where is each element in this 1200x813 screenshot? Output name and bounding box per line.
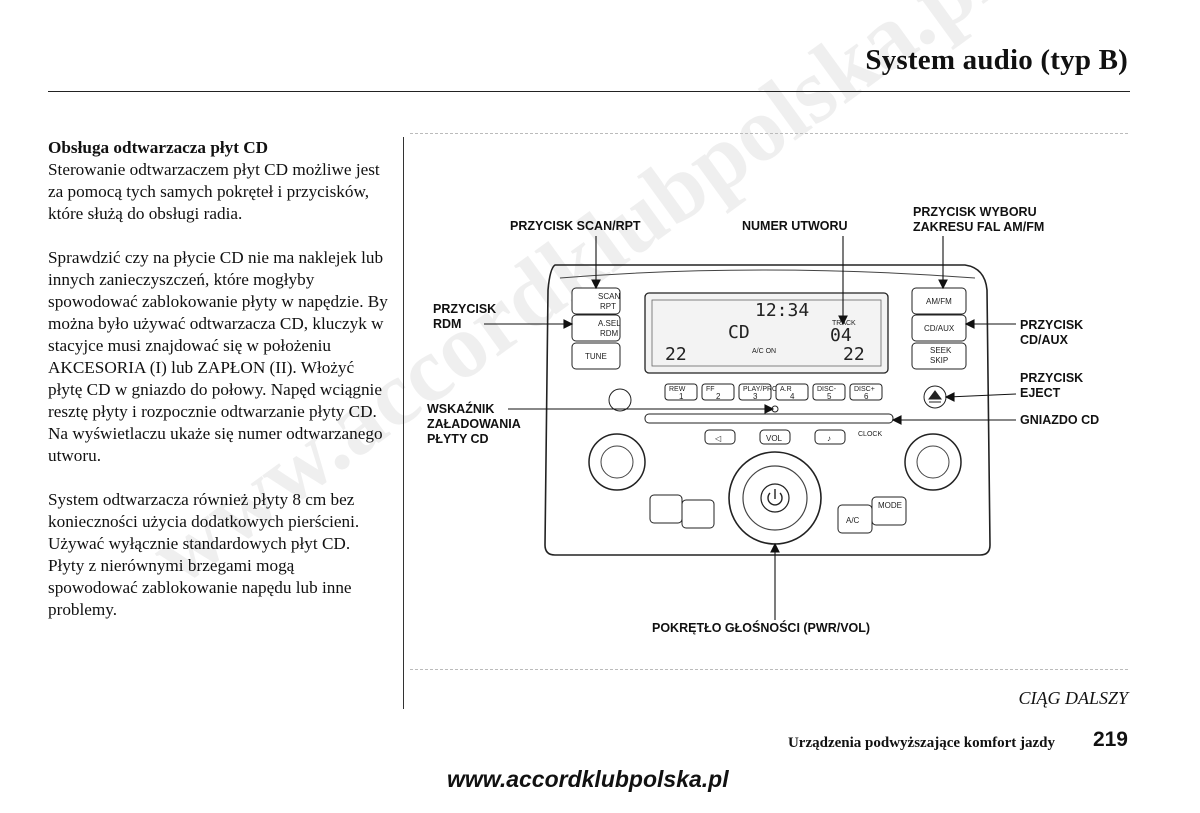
fan-down-button	[649, 494, 683, 524]
label-scan-rpt: PRZYCISK SCAN/RPT	[510, 219, 641, 233]
display-temp-right: 22	[843, 344, 865, 365]
display-ac-on: A/C ON	[752, 348, 776, 355]
display-track: 04	[830, 325, 852, 346]
leader-lines	[484, 236, 1017, 620]
tune-label: TUNE	[585, 352, 607, 361]
display-button	[608, 388, 632, 412]
vol-button	[759, 429, 791, 445]
label-eject-2: EJECT	[1020, 386, 1061, 400]
display-clock: 12:34	[755, 300, 809, 321]
seek-skip-button	[911, 342, 967, 370]
svg-text:◁: ◁	[715, 434, 722, 443]
left-temp-knob	[588, 433, 646, 491]
scan-label: SCAN	[598, 292, 620, 301]
label-load-2: ZAŁADOWANIA	[427, 417, 521, 431]
page-number: 219	[1092, 728, 1128, 751]
label-band-1: PRZYCISK WYBORU	[913, 205, 1037, 219]
label-band-2: ZAKRESU FAL AM/FM	[913, 220, 1044, 234]
paragraph-1: Obsługa odtwarzacza płyt CD Sterowanie o…	[48, 137, 388, 225]
preset-number: 4	[790, 392, 795, 401]
fan-up-button	[681, 499, 715, 529]
preset-number: 6	[864, 392, 869, 401]
display-mode: CD	[728, 322, 750, 343]
footer-section-title: Urządzenia podwyższające komfort jazdy	[787, 735, 1055, 751]
cdaux-button	[911, 314, 967, 342]
label-rdm-2: RDM	[433, 317, 461, 331]
preset-number: 3	[753, 392, 758, 401]
label-cdaux-1: PRZYCISK	[1020, 318, 1083, 332]
label-cdaux-2: CD/AUX	[1020, 333, 1069, 347]
label-eject-1: PRZYCISK	[1020, 371, 1083, 385]
preset-top-label: REW	[669, 386, 686, 393]
section-heading: Obsługa odtwarzacza płyt CD	[48, 138, 269, 157]
header-rule	[48, 91, 1130, 92]
rdm-label: RDM	[600, 329, 619, 338]
footer-website: www.accordklubpolska.pl	[447, 766, 729, 792]
panel-outline	[544, 264, 991, 556]
column-divider	[403, 137, 404, 709]
note-button	[814, 429, 846, 445]
svg-text:♪: ♪	[827, 434, 831, 443]
asel-label: A.SEL	[598, 319, 621, 328]
preset-top-label: DISC-	[817, 386, 837, 393]
rpt-label: RPT	[600, 302, 616, 311]
speaker-button	[704, 429, 736, 445]
preset-top-label: A.R	[780, 386, 792, 393]
preset-number: 5	[827, 392, 832, 401]
label-volume-knob: POKRĘTŁO GŁOŚNOŚCI (PWR/VOL)	[652, 620, 870, 635]
preset-button-4[interactable]	[775, 383, 809, 401]
clock-label: CLOCK	[858, 431, 882, 438]
cd-slot	[644, 413, 894, 424]
preset-button-6[interactable]	[849, 383, 883, 401]
preset-top-label: DISC+	[854, 386, 875, 393]
label-load-3: PŁYTY CD	[427, 432, 489, 446]
preset-button-5[interactable]	[812, 383, 846, 401]
lcd-display	[644, 292, 889, 374]
display-track-label: TRACK	[832, 320, 856, 327]
paragraph-1-text: Sterowanie odtwarzaczem płyt CD możliwe …	[48, 160, 380, 223]
ac-label: A/C	[846, 516, 860, 525]
amfm-button	[911, 287, 967, 315]
preset-button-3[interactable]	[738, 383, 772, 401]
mode-button	[871, 496, 907, 526]
preset-number: 2	[716, 392, 721, 401]
continued-note: CIĄG DALSZY	[1018, 688, 1128, 708]
preset-button-2[interactable]	[701, 383, 735, 401]
right-temp-knob	[904, 433, 962, 491]
cdaux-label: CD/AUX	[924, 324, 955, 333]
figure-frame	[410, 133, 1128, 670]
eject-icon	[928, 390, 942, 403]
amfm-label: AM/FM	[926, 297, 952, 306]
label-load-1: WSKAŹNIK	[427, 401, 494, 416]
preset-top-label: PLAY/PROG	[743, 386, 783, 393]
label-track-number: NUMER UTWORU	[742, 219, 848, 233]
page-title: System audio (typ B)	[865, 44, 1128, 76]
vol-label: VOL	[766, 434, 783, 443]
body-text: Obsługa odtwarzacza płyt CD Sterowanie o…	[48, 137, 388, 643]
tune-button	[571, 342, 621, 370]
paragraph-3: System odtwarzacza również płyty 8 cm be…	[48, 490, 360, 619]
preset-top-label: FF	[706, 386, 715, 393]
label-rdm-1: PRZYCISK	[433, 302, 496, 316]
display-temp-left: 22	[665, 344, 687, 365]
seek-label: SEEK	[930, 346, 952, 355]
mode-label: MODE	[878, 501, 902, 510]
preset-button-1[interactable]	[664, 383, 698, 401]
paragraph-2: Sprawdzić czy na płycie CD nie ma naklej…	[48, 248, 388, 465]
label-cd-slot: GNIAZDO CD	[1020, 413, 1099, 427]
preset-number: 1	[679, 392, 684, 401]
power-icon	[767, 489, 783, 506]
skip-label: SKIP	[930, 356, 948, 365]
asel-rdm-button	[571, 314, 621, 342]
